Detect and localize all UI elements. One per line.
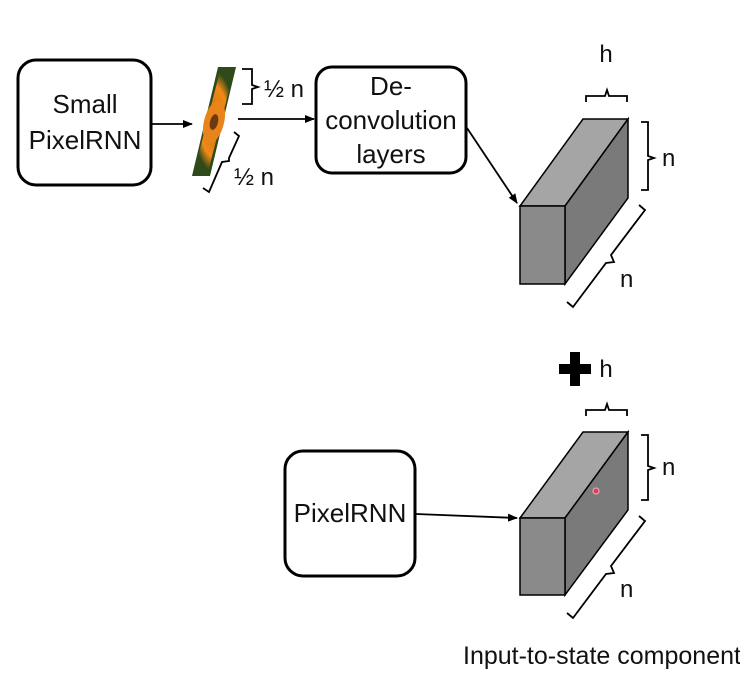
small-pixelrnn-label-line2: PixelRNN [29,125,142,155]
plus-icon [559,352,591,386]
bottom-n-depth-brace [566,515,647,620]
top-n-side-brace [641,121,657,191]
deconv-label-line1: De- [370,71,412,101]
bottom-h-brace [585,401,628,416]
small-pixelrnn-label-line1: Small [52,89,117,119]
caption: Input-to-state component [463,642,740,670]
top-h-label: h [599,41,612,68]
bottom-state-block [518,429,630,598]
top-n-side-label: n [662,145,675,172]
highlight-point [592,487,600,495]
top-n-depth-label: n [620,266,633,293]
pixelrnn-box: PixelRNN [283,449,417,578]
top-n-depth-brace [566,204,647,309]
deconvolution-box: De- convolution layers [314,65,468,175]
pixelrnn-label: PixelRNN [294,498,407,528]
bottom-n-side-brace [641,434,657,501]
flower-thumbnail-icon [192,67,236,176]
image-width-label: ½ n [234,164,274,191]
top-h-brace [585,87,628,102]
top-state-block [518,116,630,287]
small-pixelrnn-box: Small PixelRNN [16,58,153,187]
image-width-brace [202,131,241,194]
bottom-n-depth-label: n [620,576,633,603]
arrow-pixelrnn-to-block [415,513,518,522]
arrow-deconv-to-block [466,127,518,204]
image-height-brace [242,68,261,105]
bottom-h-label: h [599,356,612,383]
image-height-label: ½ n [264,76,304,103]
deconv-label-line2: convolution [325,105,457,135]
bottom-n-side-label: n [662,454,675,481]
deconv-label-line3: layers [356,139,425,169]
